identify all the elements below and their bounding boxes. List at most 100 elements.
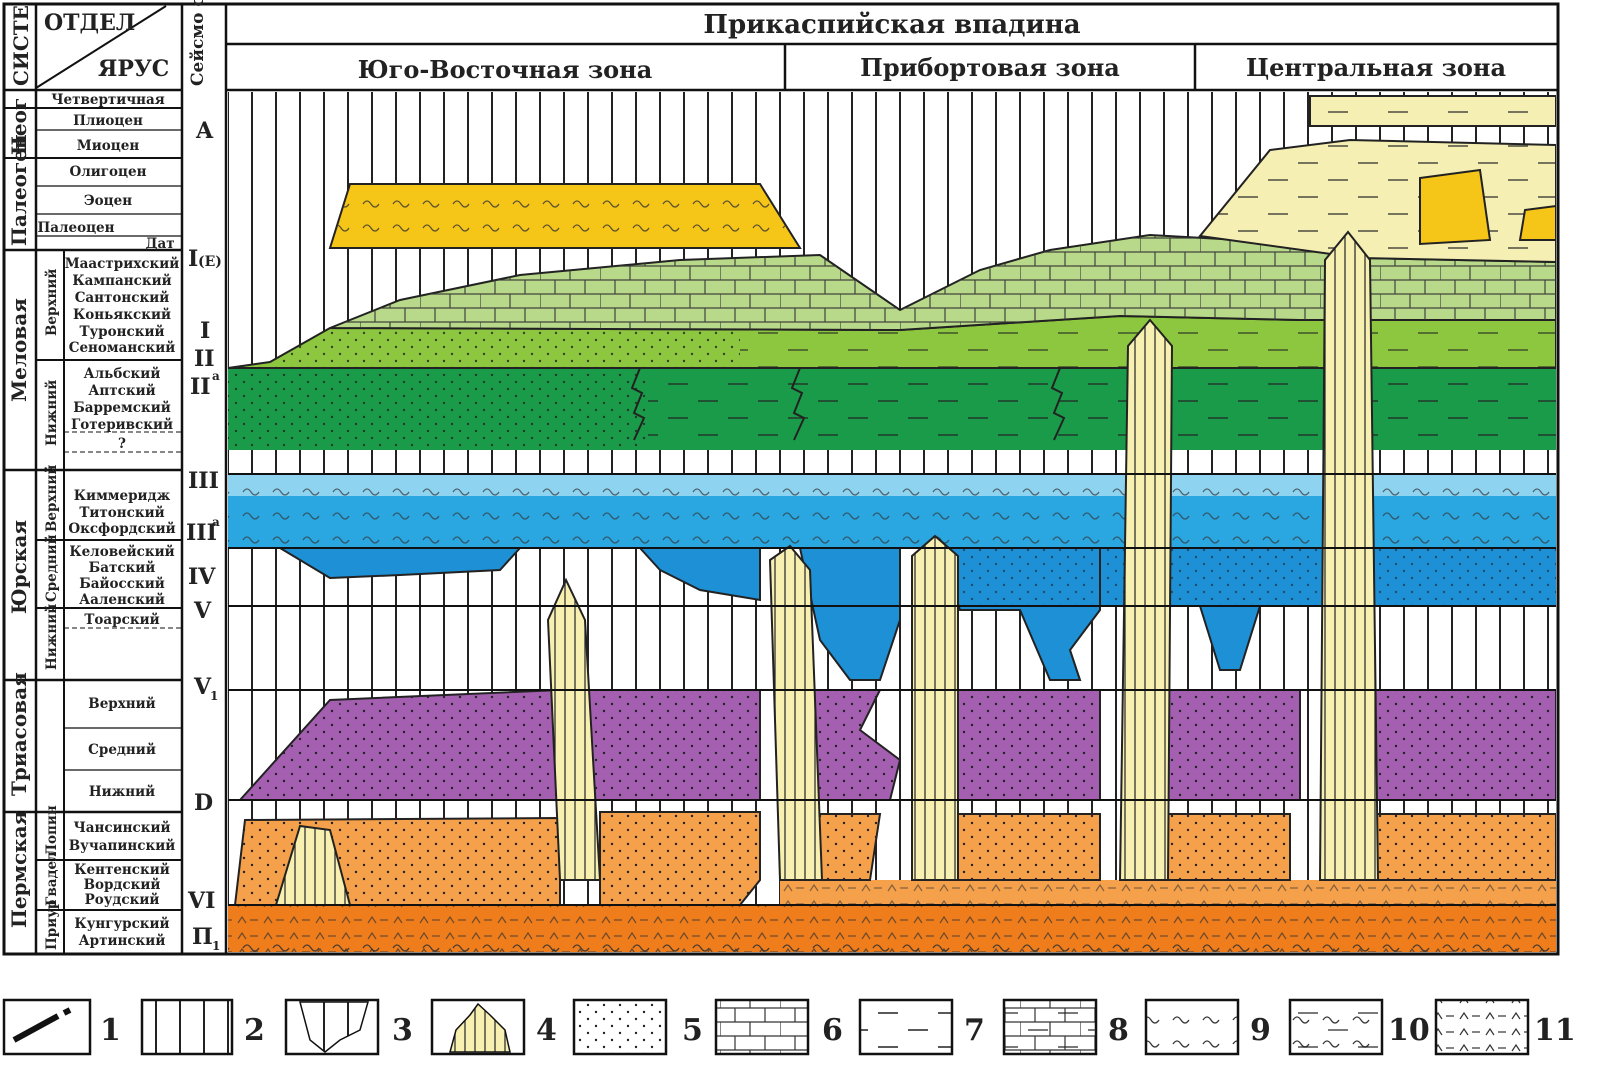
- legend-swatch: [714, 998, 810, 1056]
- yellow-lens-central: [1419, 168, 1556, 246]
- horizon-label: II: [190, 374, 211, 400]
- horizon-label: I: [188, 246, 198, 272]
- dept-column-header: ОТДЕЛ: [44, 10, 135, 36]
- stage-label: Коньякский: [73, 307, 171, 323]
- stage-label: Ааленский: [79, 592, 165, 608]
- seismo-column-header: Сейсмо страти: [188, 0, 208, 86]
- horizon-label: П: [192, 924, 213, 950]
- horizon-label: A: [195, 118, 214, 144]
- stage-label: Альбский: [84, 366, 161, 382]
- zone-southeast: Юго-Восточная зона: [358, 55, 653, 84]
- system-neogene: Неог: [7, 98, 31, 155]
- salt-diapir: [1318, 230, 1380, 881]
- stage-labels: Четвертичная Плиоцен Миоцен Олигоцен Эоц…: [37, 92, 179, 949]
- legend-label: 3: [392, 1013, 413, 1048]
- legend-label: 8: [1108, 1013, 1129, 1048]
- legend-swatch: [572, 998, 668, 1056]
- system-permian: Пермская: [7, 810, 31, 928]
- legend-swatch: [858, 998, 954, 1056]
- horizon-lines: [228, 473, 1556, 906]
- stage-label: Байосский: [79, 576, 165, 592]
- stage-label: Оксфордский: [68, 521, 175, 537]
- stage-label: Титонский: [79, 505, 164, 521]
- dept-guadalupian: Гвадел: [44, 851, 60, 906]
- stage-label: Миоцен: [77, 138, 140, 154]
- seismic-horizon-labels: A I (Е) I II II a III III a IV V V 1 D V…: [186, 118, 222, 953]
- horizon-label: VI: [187, 888, 215, 914]
- stage-label: Вордский: [84, 877, 161, 893]
- stage-label: Тоарский: [84, 612, 159, 628]
- horizon-label: V: [193, 674, 212, 700]
- legend-label: 5: [682, 1013, 703, 1048]
- horizon-label: a: [212, 515, 220, 529]
- horizon-label: 1: [212, 939, 220, 953]
- legend-label: 10: [1388, 1013, 1430, 1048]
- stage-label: Четвертичная: [51, 92, 165, 108]
- system-column-header: СИСТЕ: [9, 5, 33, 86]
- cross-section: [228, 92, 1556, 952]
- dept-upper-cretaceous: Верхний: [44, 269, 60, 336]
- stage-label: Маастрихский: [65, 256, 180, 272]
- stage-label: Аптский: [88, 383, 155, 399]
- dept-upper-jurassic: Верхний: [44, 465, 60, 532]
- stage-label: Кентенский: [74, 862, 170, 878]
- salt-diapir: [546, 577, 602, 881]
- horizon-label: 1: [210, 689, 218, 703]
- salt-diapir: [911, 534, 959, 881]
- legend-label: 9: [1250, 1013, 1271, 1048]
- stage-label: ?: [118, 436, 126, 452]
- stage-label: Дат: [145, 236, 174, 252]
- legend-label: 11: [1534, 1013, 1576, 1048]
- system-cretaceous: Меловая: [7, 298, 31, 402]
- stage-label: Барремский: [73, 400, 170, 416]
- legend-swatch: [140, 998, 234, 1056]
- dept-lopingian: Лопин: [44, 805, 60, 856]
- horizon-label: a: [212, 369, 220, 383]
- legend-label: 4: [536, 1013, 557, 1048]
- stage-label: Вучапинский: [69, 838, 175, 854]
- legend-swatch: [1144, 998, 1240, 1056]
- stage-column-header: ЯРУС: [98, 56, 169, 82]
- stage-label: Чансинский: [73, 820, 170, 836]
- legend-label: 1: [100, 1013, 121, 1048]
- stage-label: Келовейский: [69, 544, 174, 560]
- stage-label: Верхний: [88, 696, 155, 712]
- stage-label: Палеоцен: [37, 220, 114, 236]
- horizon-label: IV: [188, 564, 216, 590]
- legend-label: 2: [244, 1013, 265, 1048]
- dept-lower-cretaceous: Нижний: [44, 380, 60, 446]
- salt-diapir: [1118, 318, 1174, 881]
- stage-label: Эоцен: [84, 193, 132, 209]
- horizon-label: (Е): [198, 254, 222, 270]
- system-triassic: Триасовая: [7, 672, 31, 796]
- stage-label: Кампанский: [72, 273, 171, 289]
- stage-label: Сантонский: [75, 290, 170, 306]
- horizon-label: III: [188, 468, 219, 494]
- legend: 1 2 3 4 5 6 7 8 9 10 11: [2, 998, 1576, 1056]
- stage-label: Готеривский: [71, 417, 173, 433]
- stage-label: Сеноманский: [69, 340, 176, 356]
- stage-label: Артинский: [79, 933, 166, 949]
- horizon-label: D: [194, 790, 213, 816]
- dept-lower-jurassic: Нижний: [44, 604, 60, 670]
- salt-diapir: [768, 544, 824, 881]
- stage-label: Олигоцен: [69, 164, 146, 180]
- section-header: Прикаспийская впадина Юго-Восточная зона…: [226, 10, 1558, 92]
- system-jurassic: Юрская: [7, 520, 31, 614]
- horizon-label: II: [194, 346, 215, 372]
- basin-title: Прикаспийская впадина: [703, 10, 1080, 40]
- system-paleogene: Палеоген: [7, 134, 31, 246]
- stage-label: Киммеридж: [74, 488, 171, 504]
- stage-label: Туронский: [79, 324, 164, 340]
- stage-label: Нижний: [89, 784, 155, 800]
- legend-swatch: [1434, 998, 1530, 1056]
- stratigraphic-table: СИСТЕ ОТДЕЛ ЯРУС Сейсмо страти Неог Пале…: [2, 0, 1560, 956]
- legend-label: 6: [822, 1013, 843, 1048]
- dept-cisuralian: Приур: [44, 900, 60, 950]
- legend-label: 7: [964, 1013, 985, 1048]
- horizon-label: I: [200, 318, 210, 344]
- stage-label: Средний: [88, 742, 156, 758]
- stage-label: Батский: [89, 560, 156, 576]
- stage-label: Плиоцен: [73, 113, 143, 129]
